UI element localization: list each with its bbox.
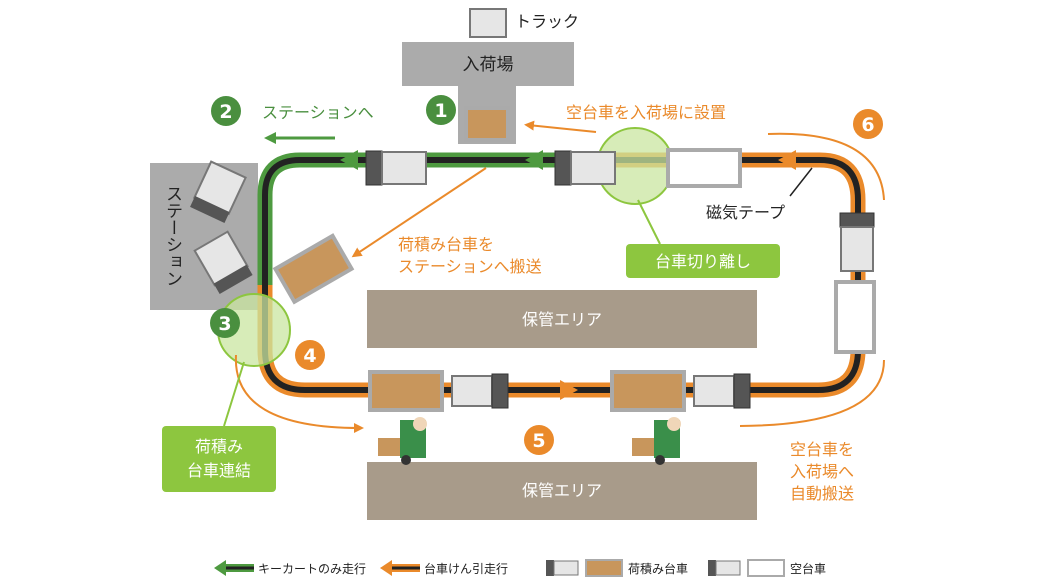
connect-callout-text-1: 荷積み	[195, 437, 243, 456]
magnetic-tape-label: 磁気テープ	[706, 203, 785, 222]
cart-top-mid	[554, 150, 616, 186]
receiving-label: 入荷場	[463, 55, 514, 75]
legend-loaded-cart-text: 荷積み台車	[628, 561, 688, 576]
forklift-icon-right	[632, 417, 681, 465]
step6-number: 6	[861, 114, 874, 136]
step6-badge	[853, 109, 883, 139]
legend-cart-only-text: キーカートのみ走行	[258, 562, 366, 576]
step4-badge	[295, 340, 325, 370]
magnetic-tape-line	[262, 157, 861, 393]
connect-callout-text-2: 台車連結	[187, 461, 251, 480]
arrow-bottom-left	[234, 354, 364, 433]
arrow-right-side	[739, 359, 885, 427]
station-cart-1	[190, 160, 247, 223]
connect-callout-line	[223, 361, 245, 427]
cart-bottom-2	[693, 373, 751, 409]
loaded-to-station-label-1: 荷積み台車を	[398, 235, 494, 254]
detach-callout	[626, 244, 780, 278]
detach-callout-line	[637, 199, 661, 245]
empty-auto-label-3: 自動搬送	[790, 484, 854, 503]
track-arrow-left-3	[778, 150, 796, 170]
step5-badge	[524, 425, 554, 455]
legend-towing-text: 台車けん引走行	[424, 561, 508, 576]
storage-bottom-label: 保管エリア	[522, 481, 602, 500]
legend-towing: 台車けん引走行	[380, 560, 508, 576]
legend-empty-cart-text: 空台車	[790, 561, 826, 576]
step1-number: 1	[434, 100, 447, 122]
arrow-loaded-to-station	[351, 167, 487, 258]
arrow-place-empty	[524, 120, 597, 133]
tape-pointer-line	[789, 167, 813, 197]
place-empty-label: 空台車を入荷場に設置	[566, 103, 726, 122]
empty-cart-right	[834, 280, 876, 354]
empty-auto-label-1: 空台車を	[790, 440, 854, 459]
step1-badge	[426, 95, 456, 125]
legend-loaded-cart: 荷積み台車	[546, 559, 688, 577]
cart-bottom-1	[451, 373, 509, 409]
step5-number: 5	[532, 430, 545, 452]
cart-top-left	[365, 150, 427, 186]
loaded-to-station-label-2: ステーションへ搬送	[398, 257, 542, 276]
storage-top-label: 保管エリア	[522, 310, 602, 329]
storage-area-top	[367, 290, 757, 348]
loaded-cart-bottom-1	[368, 370, 444, 412]
loaded-cart-dock	[464, 106, 510, 142]
station-cart-2	[193, 230, 253, 294]
storage-area-bottom	[367, 462, 757, 520]
station-label: ステーション	[162, 185, 182, 287]
legend: キーカートのみ走行 台車けん引走行 荷積み台車 空台車	[214, 559, 826, 577]
step3-badge	[210, 308, 240, 338]
track-arrow-left-1	[340, 150, 358, 170]
arrow-step6	[767, 132, 885, 201]
detach-callout-text: 台車切り離し	[655, 252, 751, 271]
step2-number: 2	[219, 101, 232, 123]
truck-label: トラック	[515, 12, 579, 31]
track-arrow-right	[560, 380, 578, 400]
empty-cart-top	[666, 148, 742, 188]
empty-auto-label-2: 入荷場へ	[790, 462, 854, 481]
connect-callout	[162, 426, 276, 492]
loaded-cart-station	[272, 233, 355, 305]
track-arrow-left-2	[525, 150, 543, 170]
loaded-cart-bottom-2	[610, 370, 686, 412]
step3-number: 3	[218, 313, 231, 335]
receiving-area	[402, 42, 574, 86]
legend-cart-only: キーカートのみ走行	[214, 560, 366, 576]
step2-badge	[211, 96, 241, 126]
cart-right-top	[839, 212, 875, 272]
step4-number: 4	[303, 345, 316, 367]
legend-empty-cart: 空台車	[708, 559, 826, 577]
forklift-icon-left	[378, 417, 427, 465]
to-station-label: ステーションへ	[262, 103, 374, 122]
truck-icon	[469, 8, 507, 38]
